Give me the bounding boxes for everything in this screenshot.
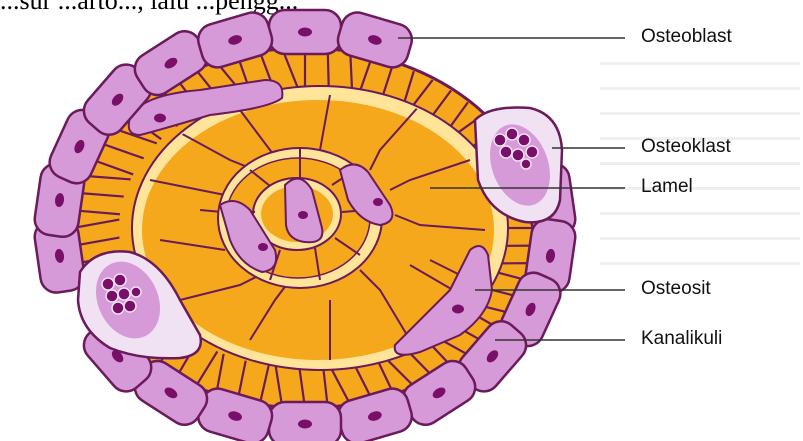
label-osteoklast: Osteoklast (641, 136, 731, 158)
label-osteoblast: Osteoblast (641, 26, 732, 48)
label-osteosit: Osteosit (641, 278, 711, 300)
osteoblast-cell (269, 10, 341, 54)
label-kanalikuli: Kanalikuli (641, 328, 722, 350)
label-lamel: Lamel (641, 176, 693, 198)
osteoblast-cell (269, 402, 341, 441)
